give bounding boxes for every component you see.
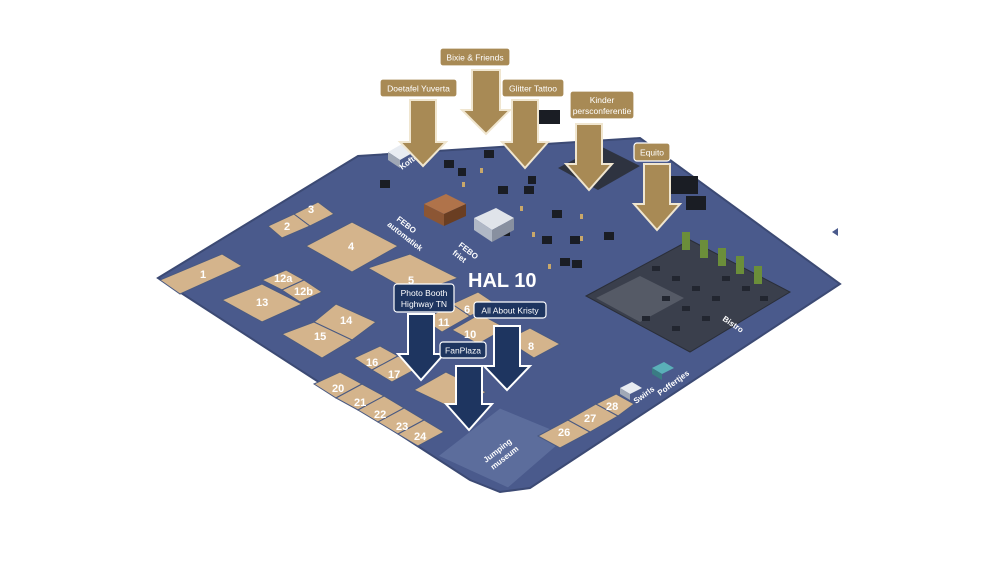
- callout-bixie-text: Bixie & Friends: [446, 53, 503, 63]
- stand-number-6: 6: [464, 304, 470, 316]
- callout-equito[interactable]: Equito: [633, 142, 671, 162]
- stand-number-12b: 12b: [294, 286, 313, 298]
- callout-fanplaza[interactable]: FanPlaza: [439, 341, 487, 359]
- gold-arrow-equito: [631, 163, 683, 232]
- gold-arrow-kinder: [563, 123, 615, 192]
- poffertjes-cart[interactable]: [652, 362, 674, 380]
- stand-number-3: 3: [308, 204, 314, 216]
- stand-number-17: 17: [388, 369, 400, 381]
- stand-number-1: 1: [200, 269, 206, 281]
- gold-arrow-bixie: [459, 69, 513, 136]
- stand-number-15: 15: [314, 331, 326, 343]
- bistro-plants: [682, 232, 762, 284]
- stand-number-5: 5: [408, 275, 414, 287]
- stand-number-22: 22: [374, 409, 386, 421]
- stand-number-12a: 12a: [274, 273, 293, 285]
- stand-number-24: 24: [414, 431, 427, 443]
- callout-kinder-persconferentie[interactable]: Kinder persconferentie: [569, 90, 635, 120]
- gold-callouts: Doetafel Yuverta Bixie & Friends Glitter…: [379, 47, 683, 232]
- bistro-inner: [596, 276, 684, 322]
- stand-number-21: 21: [354, 397, 366, 409]
- callout-doetafel-text: Doetafel Yuverta: [387, 84, 450, 94]
- gold-arrow-doetafel: [397, 99, 449, 168]
- blue-arrow-allaboutkristy: [481, 325, 533, 392]
- stand-numbers: 1 2 3 4 5 6 8 10 11 12a 12b 13 14 15 16 …: [200, 204, 618, 443]
- stand-number-10: 10: [464, 329, 476, 341]
- stands-layer: [158, 201, 635, 449]
- stand-number-8: 8: [528, 341, 534, 353]
- callout-photobooth-line1: Photo Booth: [401, 288, 448, 298]
- callout-bixie-friends[interactable]: Bixie & Friends: [439, 47, 511, 67]
- hall-title: HAL 10: [468, 270, 537, 292]
- stand-4[interactable]: [304, 221, 400, 273]
- stand-1[interactable]: [158, 253, 244, 295]
- stand-24[interactable]: [396, 419, 446, 447]
- blue-callouts: Photo Booth Highway TN All About Kristy …: [393, 283, 547, 432]
- callout-doetafel-yuverta[interactable]: Doetafel Yuverta: [379, 78, 458, 98]
- stand-number-27: 27: [584, 413, 596, 425]
- callout-glitter-text: Glitter Tattoo: [509, 84, 557, 94]
- stand-28[interactable]: [594, 393, 635, 417]
- callout-kinder-line2: persconferentie: [573, 106, 632, 116]
- callout-equito-text: Equito: [640, 148, 664, 158]
- stand-15[interactable]: [280, 321, 354, 359]
- gold-arrow-glitter: [499, 99, 551, 170]
- bistro-tables: [642, 266, 768, 331]
- febo-friet-truck[interactable]: [474, 208, 514, 242]
- callout-kinder-line1: Kinder: [590, 95, 615, 105]
- stand-number-4: 4: [348, 241, 355, 253]
- stand-number-28: 28: [606, 401, 618, 413]
- callout-all-about-kristy[interactable]: All About Kristy: [473, 301, 547, 319]
- stand-number-16: 16: [366, 357, 378, 369]
- tails-label: tails: [451, 118, 470, 135]
- stand-12b[interactable]: [280, 279, 324, 303]
- blue-arrow-fanplaza: [443, 365, 495, 432]
- stand-number-13: 13: [256, 297, 268, 309]
- stand-3[interactable]: [293, 201, 335, 227]
- stand-number-2: 2: [284, 221, 290, 233]
- blue-arrow-photobooth: [395, 313, 447, 382]
- stand-13[interactable]: [220, 283, 304, 323]
- stand-number-26: 26: [558, 427, 570, 439]
- edge-marker: [832, 228, 838, 236]
- callout-photobooth-line2: Highway TN: [401, 299, 447, 309]
- stand-number-11: 11: [438, 317, 450, 329]
- equipment-poles: [462, 168, 583, 269]
- febo-automatiek[interactable]: [424, 194, 466, 226]
- callout-glitter-tattoo[interactable]: Glitter Tattoo: [501, 78, 565, 98]
- stand-number-23: 23: [396, 421, 408, 433]
- callout-kristy-text: All About Kristy: [481, 306, 539, 316]
- equipment: [380, 110, 706, 268]
- stand-number-14: 14: [340, 315, 353, 327]
- callout-photo-booth[interactable]: Photo Booth Highway TN: [393, 283, 455, 313]
- stand-number-20: 20: [332, 383, 344, 395]
- swirls-cart[interactable]: [620, 382, 642, 400]
- callout-fanplaza-text: FanPlaza: [445, 346, 481, 356]
